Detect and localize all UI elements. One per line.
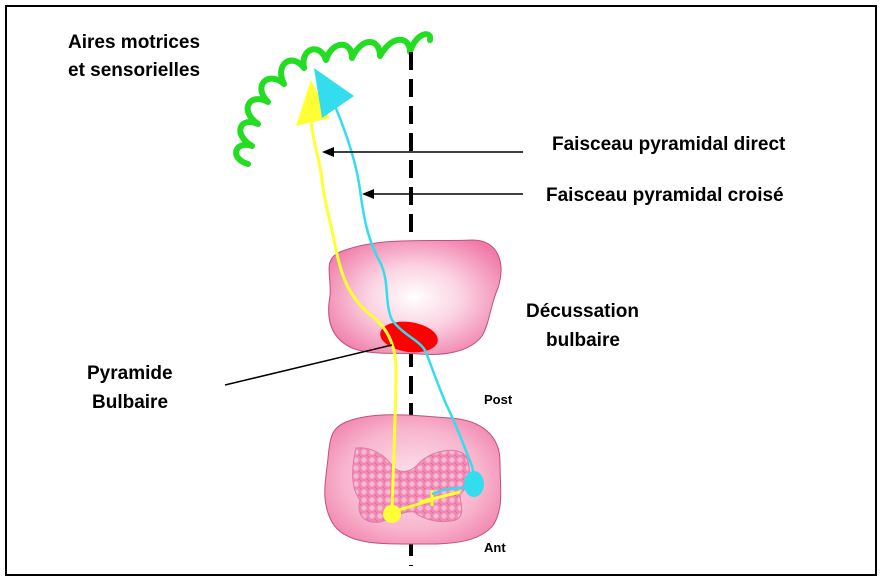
label-posterior: Post [484, 392, 512, 407]
label-pyramide-line2: Bulbaire [92, 389, 168, 417]
label-decussation-line2: bulbaire [546, 327, 620, 355]
direct-motor-neuron [383, 505, 401, 523]
label-anterior: Ant [484, 540, 506, 555]
label-decussation-line1: Décussation [526, 298, 639, 326]
label-pyramide-line1: Pyramide [87, 360, 173, 388]
label-crossed-tract: Faisceau pyramidal croisé [546, 182, 784, 210]
label-aires-line2: et sensorielles [68, 57, 200, 85]
label-direct-tract: Faisceau pyramidal direct [552, 131, 785, 159]
label-aires-line1: Aires motrices [68, 29, 200, 57]
crossed-motor-neuron [464, 471, 484, 497]
direct-tract-pointer-arrowhead [322, 147, 334, 157]
crossed-tract-pointer-arrowhead [362, 189, 374, 199]
pyramid-pointer-line [225, 345, 392, 385]
